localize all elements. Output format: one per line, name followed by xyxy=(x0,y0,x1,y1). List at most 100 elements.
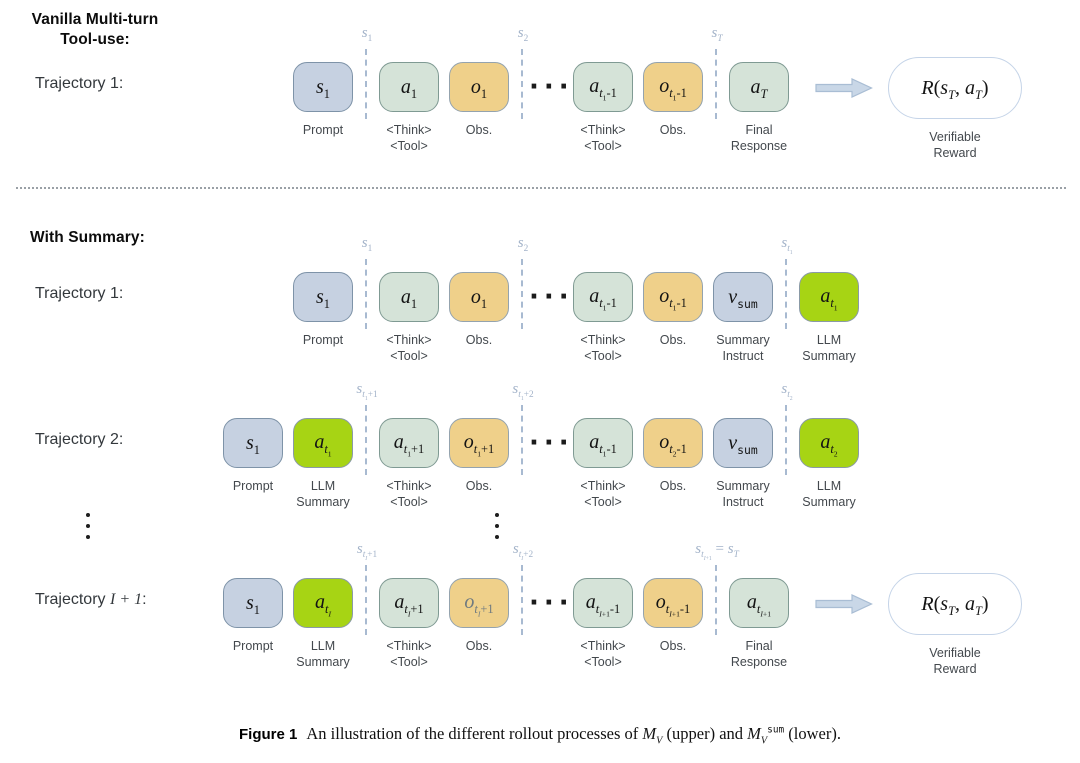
box-caption: Prompt xyxy=(302,123,344,137)
state-box: vsum xyxy=(713,418,773,468)
section-title-summary: With Summary: xyxy=(30,229,145,246)
figure-caption-tag: Figure 1 xyxy=(239,726,298,743)
box-math-label: s1 xyxy=(316,76,330,101)
obs-box: ot1-1 xyxy=(643,62,703,112)
state-separator: s2 xyxy=(518,26,528,119)
action-box-slot: a1<Think><Tool> xyxy=(379,62,439,155)
action-box: at1-1 xyxy=(573,418,633,468)
reward-math-label: R(sT, aT) xyxy=(921,77,989,102)
action-box: at1-1 xyxy=(573,62,633,112)
figure-caption-text: An illustration of the different rollout… xyxy=(306,724,841,747)
state-box: s1 xyxy=(223,578,283,628)
action-box: a1 xyxy=(379,62,439,112)
action-box: a1 xyxy=(379,272,439,322)
box-math-label: a1 xyxy=(400,76,418,101)
ellipsis: ··· xyxy=(529,428,574,458)
box-math-label: ot2-1 xyxy=(659,430,687,459)
arrow-icon xyxy=(815,77,873,104)
ellipsis: ··· xyxy=(529,588,574,618)
state-separator: s1 xyxy=(362,236,372,329)
action-box-slot: at1-1<Think><Tool> xyxy=(573,62,633,155)
box-math-label: o1 xyxy=(470,286,488,311)
section-title-vanilla: Vanilla Multi-turn Tool-use: xyxy=(14,10,176,50)
box-math-label: s1 xyxy=(316,286,330,311)
action-box-slot: atI+1-1 <Think><Tool> xyxy=(573,578,633,671)
obs-box: ot2-1 xyxy=(643,418,703,468)
trajectory-label: Trajectory 1: xyxy=(35,75,124,92)
section-title-vanilla-line1: Vanilla Multi-turn xyxy=(31,11,159,28)
state-box: s1 xyxy=(293,272,353,322)
state-separator: st1+2 xyxy=(512,382,534,475)
summary-box: at1 xyxy=(799,272,859,322)
obs-box: otI+1-1 xyxy=(643,578,703,628)
box-caption: Obs. xyxy=(465,639,493,653)
separator-label: s1 xyxy=(361,235,373,254)
box-math-label: ot1-1 xyxy=(659,74,687,103)
state-box: s1 xyxy=(223,418,283,468)
summary-box: at1 xyxy=(293,418,353,468)
vertical-ellipsis-middle xyxy=(495,513,499,539)
separator-label: s1 xyxy=(361,25,373,44)
separator-label: s2 xyxy=(517,235,529,254)
box-caption: Obs. xyxy=(465,123,493,137)
action-box-slot: at1-1<Think><Tool> xyxy=(573,418,633,511)
summary-box: atI xyxy=(293,578,353,628)
box-math-label: ot1-1 xyxy=(659,284,687,313)
separator-label: s2 xyxy=(517,25,529,44)
separator-label: st1 xyxy=(781,235,793,256)
action-box: at1+1 xyxy=(379,418,439,468)
box-math-label: aT xyxy=(750,76,768,101)
action-box: aT xyxy=(729,62,789,112)
box-math-label: at1+1 xyxy=(393,430,425,459)
separator-label: stI+2 xyxy=(512,541,534,562)
box-caption: <Think><Tool> xyxy=(580,639,626,670)
box-caption: Prompt xyxy=(302,333,344,347)
state-separator: s2 xyxy=(518,236,528,329)
action-box-slot: at1-1<Think><Tool> xyxy=(573,272,633,365)
box-math-label: atI+1-1 xyxy=(585,590,621,619)
trajectory-label: Trajectory 1: xyxy=(35,285,124,302)
box-caption: Obs. xyxy=(659,123,687,137)
separator-label: st1+1 xyxy=(356,381,378,402)
box-math-label: atI+1 xyxy=(746,590,772,619)
box-caption: Obs. xyxy=(465,333,493,347)
summary-box: at2 xyxy=(799,418,859,468)
box-math-label: at2 xyxy=(820,430,838,459)
obs-box: o1 xyxy=(449,62,509,112)
box-math-label: vsum xyxy=(728,286,758,311)
state-separator: stI+2 xyxy=(513,542,533,635)
section-title-vanilla-line2: Tool-use: xyxy=(60,31,130,49)
state-box: vsum xyxy=(713,272,773,322)
